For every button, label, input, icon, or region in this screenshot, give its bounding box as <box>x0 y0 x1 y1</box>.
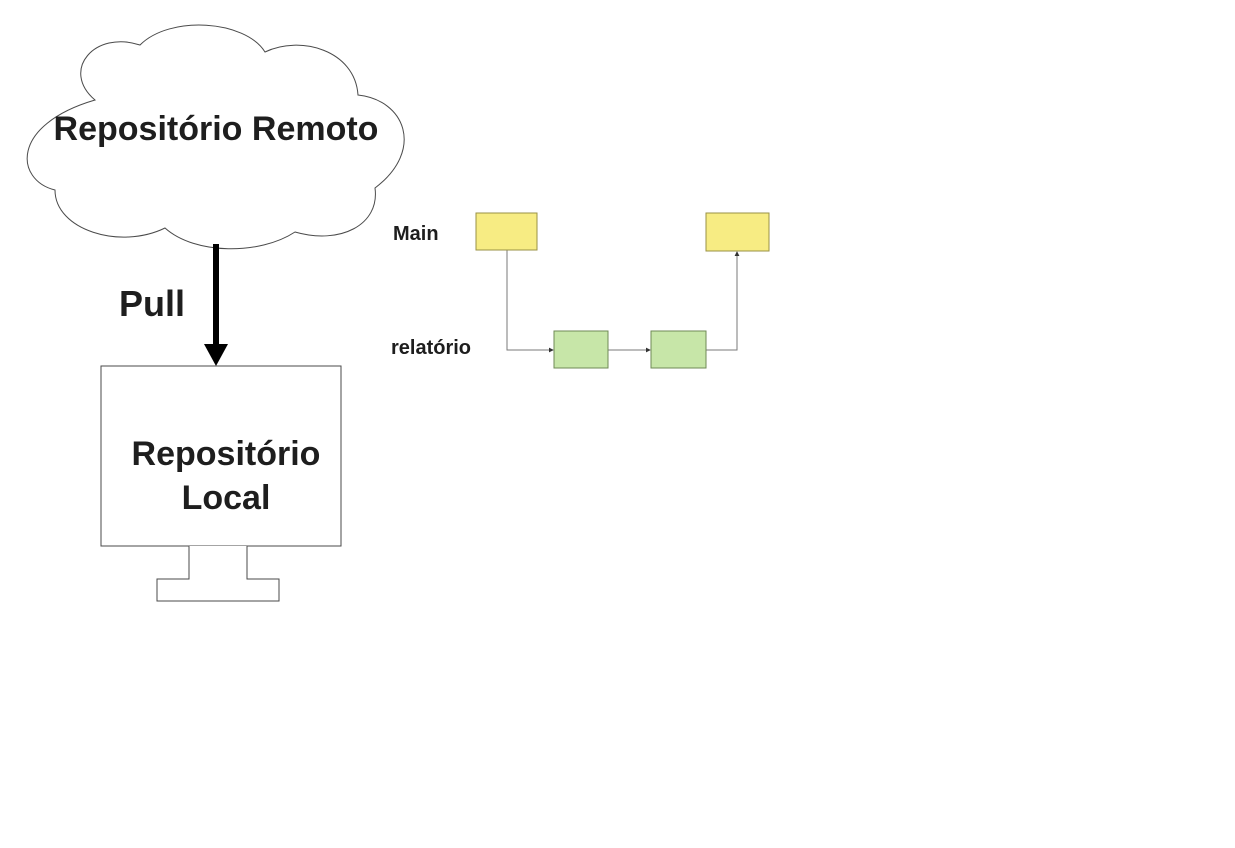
pull-arrow <box>204 244 228 366</box>
branch-out-connector <box>506 250 554 353</box>
local-repository-computer: Repositório Local <box>100 365 342 602</box>
remote-repository-label: Repositório Remoto <box>54 110 379 148</box>
branch-diagram: Main relatório <box>391 212 770 369</box>
merge-back-connector <box>706 251 740 351</box>
monitor-screen <box>100 365 342 547</box>
relatorio-commit-2 <box>650 330 707 369</box>
cloud-shape <box>26 24 405 250</box>
main-commit-2 <box>705 212 770 252</box>
pull-label: Pull <box>119 283 185 324</box>
local-repository-label-line1: Repositório <box>132 435 321 473</box>
relatorio-commit-1 <box>553 330 609 369</box>
remote-repository-cloud: Repositório Remoto <box>26 24 405 250</box>
local-repository-label-line2: Local <box>182 479 271 517</box>
main-commit-1 <box>475 212 538 251</box>
main-branch-label: Main <box>393 223 439 245</box>
pull-arrow-head <box>204 344 228 366</box>
monitor-stand <box>156 546 280 602</box>
relatorio-branch-label: relatório <box>391 337 471 359</box>
